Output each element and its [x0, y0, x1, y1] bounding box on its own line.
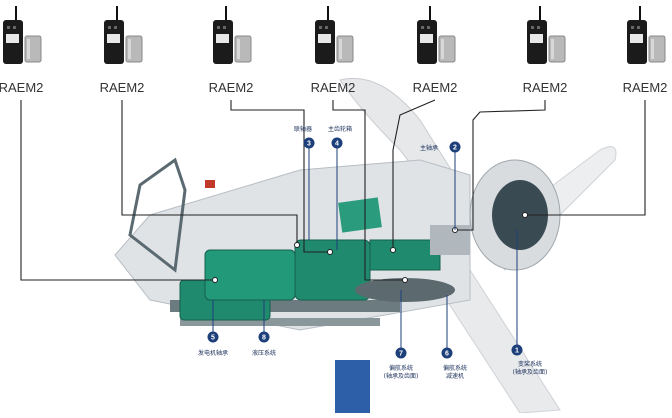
main-shaft: [369, 239, 441, 271]
raem2-sensor-device-3: [211, 6, 255, 70]
sensor-label-5: RAEM2: [412, 80, 458, 95]
callout-7-line-2: (轴承及齿面): [384, 372, 419, 380]
callout-2-num: 2: [453, 145, 457, 152]
hydraulic-pump: [335, 360, 370, 413]
callout-7-marker: [395, 347, 407, 359]
callout-labels: 变桨系统 (轴承及齿面) 主轴承 联轴器 主齿轮箱 发电机轴承 偏航系统 减速机…: [198, 125, 547, 380]
callout-8-marker: [258, 331, 270, 343]
callout-1-line-1: 变桨系统: [518, 360, 542, 368]
callout-6-line-1: 偏航系统: [443, 364, 467, 372]
sensor-device-icon: [527, 6, 566, 64]
line-sensor-6: [455, 100, 546, 231]
sensor-device-icon: [627, 6, 666, 64]
callout-2-line-1: 主轴承: [420, 144, 438, 152]
sensor-device-icon: [213, 6, 252, 64]
sensor-device-icon: [104, 6, 143, 64]
line-sensor-4: [332, 100, 405, 281]
frame-rail: [180, 318, 380, 326]
yaw-bearing: [355, 278, 455, 302]
sensor-device-icon: [3, 6, 42, 64]
callout-8-num: 8: [262, 335, 266, 342]
callout-8-line-1: 液压系统: [252, 349, 276, 357]
callout-4-marker: [331, 137, 343, 149]
callout-7-num: 7: [399, 351, 403, 358]
raem2-sensor-device-1: [1, 6, 45, 70]
callout-2-marker: [449, 141, 461, 153]
callout-3-num: 3: [307, 141, 311, 148]
line-sensor-7: [525, 100, 646, 216]
callout-6-line-2: 减速机: [446, 372, 464, 380]
sensor-label-7: RAEM2: [622, 80, 668, 95]
callout-3-marker: [303, 137, 315, 149]
gearbox-cooler: [338, 197, 382, 233]
callout-6-num: 6: [445, 351, 449, 358]
sensor-label-6: RAEM2: [522, 80, 568, 95]
sensor-label-4: RAEM2: [310, 80, 356, 95]
callout-1-marker: [511, 344, 523, 356]
callout-5-marker: [207, 331, 219, 343]
line-sensor-1: [20, 100, 215, 281]
callout-1-num: 1: [515, 348, 519, 355]
warning-light: [205, 180, 215, 188]
pitch-bearing: [492, 180, 548, 250]
callout-6-marker: [441, 347, 453, 359]
sensor-label-2: RAEM2: [99, 80, 145, 95]
callout-4-num: 4: [335, 141, 339, 148]
line-sensor-3: [230, 100, 330, 253]
line-sensor-2: [121, 100, 298, 245]
callout-5-num: 5: [211, 335, 215, 342]
callout-1-line-2: (轴承及齿面): [513, 368, 548, 376]
sensor-device-icon: [417, 6, 456, 64]
raem2-sensor-device-4: [313, 6, 357, 70]
raem2-sensor-device-6: [525, 6, 569, 70]
raem2-sensor-device-5: [415, 6, 459, 70]
callout-7-line-1: 偏航系统: [389, 364, 413, 372]
raem2-sensor-device-7: [625, 6, 669, 70]
callout-4-line-1: 主齿轮箱: [328, 125, 352, 133]
sensor-label-3: RAEM2: [208, 80, 254, 95]
line-sensor-5: [392, 99, 436, 250]
callout-5-line-1: 发电机轴承: [198, 349, 228, 357]
callout-3-line-1: 联轴器: [294, 125, 312, 133]
sensor-device-icon: [315, 6, 354, 64]
callout-markers: 1 2 3 4 5 6 7 8: [207, 137, 523, 359]
nacelle-crane-frame: [128, 157, 187, 273]
raem2-sensor-device-2: [102, 6, 146, 70]
sensor-label-1: RAEM2: [0, 80, 44, 95]
